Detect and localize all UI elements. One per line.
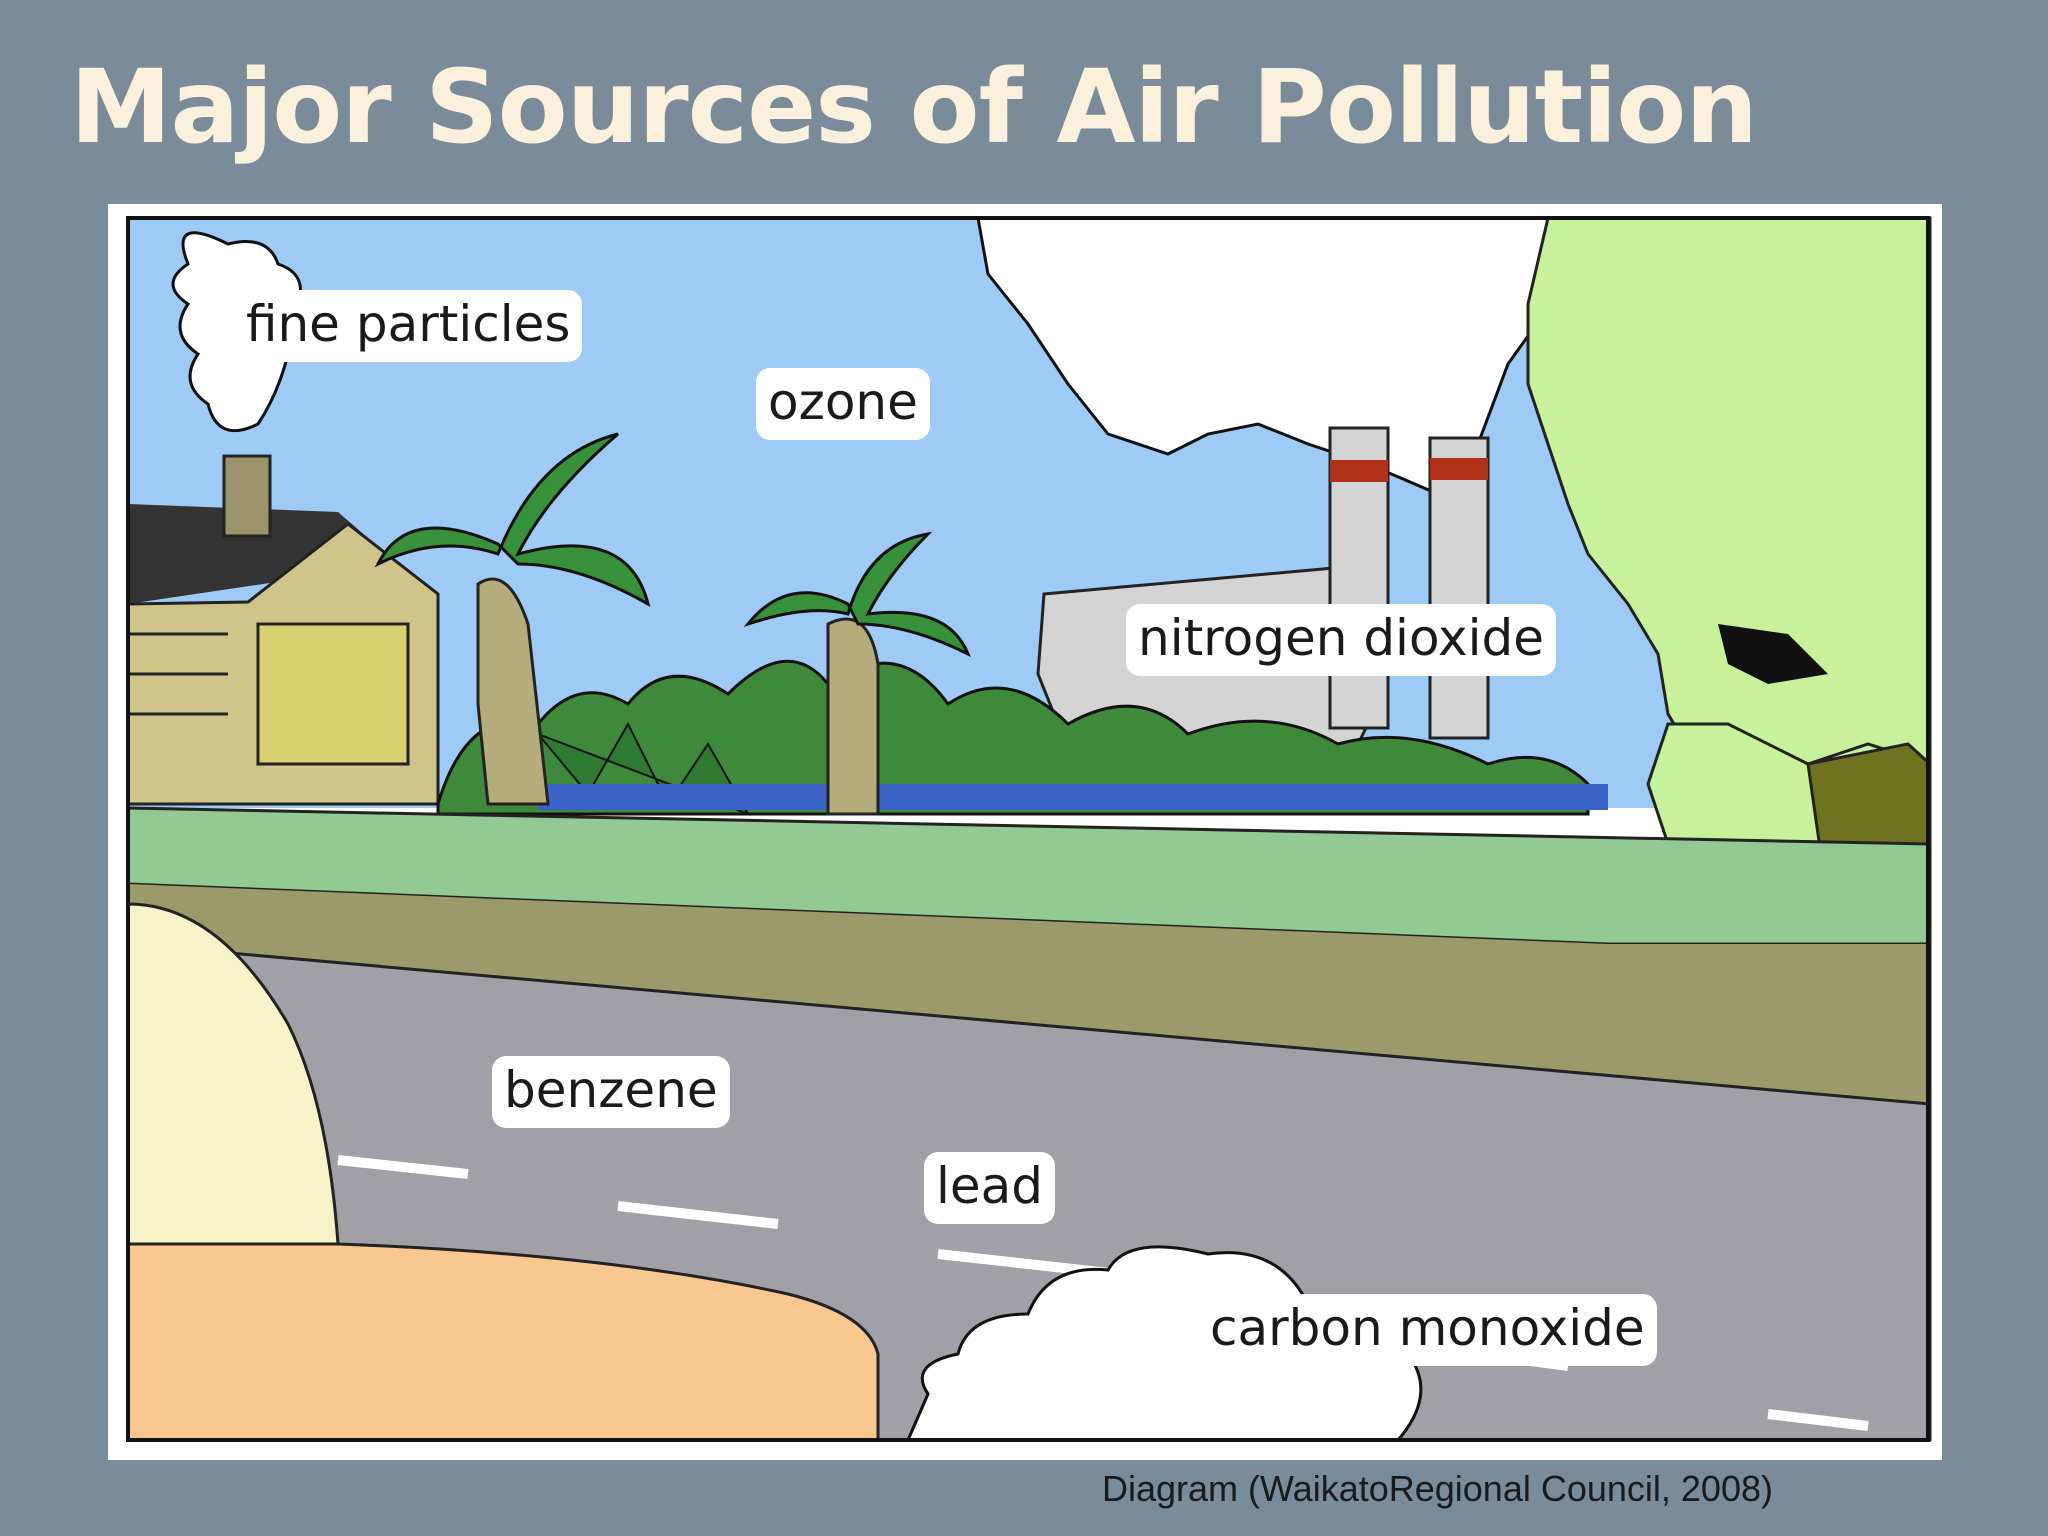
slide-title: Major Sources of Air Pollution xyxy=(70,48,1758,167)
label-lead: lead xyxy=(924,1152,1056,1224)
palm-tree-icon xyxy=(743,531,971,816)
label-ozone: ozone xyxy=(756,368,930,440)
pollution-diagram: fine particles ozone nitrogen dioxide be… xyxy=(108,204,1942,1460)
label-nitrogen-dioxide: nitrogen dioxide xyxy=(1126,604,1556,676)
smokestack-icon xyxy=(1328,426,1490,740)
label-fine-particles: fine particles xyxy=(234,290,583,362)
diagram-caption: Diagram (WaikatoRegional Council, 2008) xyxy=(1102,1468,1773,1509)
road-shoulder xyxy=(128,884,1930,1104)
label-carbon-monoxide: carbon monoxide xyxy=(1198,1294,1657,1366)
frame-border xyxy=(126,216,1930,1442)
palm-tree-icon xyxy=(374,432,651,806)
bushes xyxy=(436,659,1608,816)
diagram-illustration xyxy=(126,216,1932,1442)
car-icon xyxy=(126,902,880,1442)
label-benzene: benzene xyxy=(492,1056,730,1128)
house-icon xyxy=(126,454,440,806)
water xyxy=(538,784,1608,810)
chimney xyxy=(222,454,272,538)
